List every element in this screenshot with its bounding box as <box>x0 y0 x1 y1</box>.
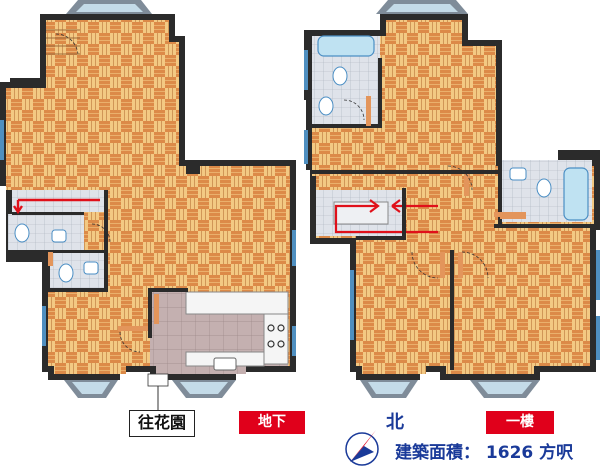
bay-window-bottom-left-glass <box>72 382 110 394</box>
door-swing <box>343 99 365 121</box>
stove-burner <box>267 340 275 348</box>
stove-burner <box>277 324 285 332</box>
basement-living-room <box>6 20 290 374</box>
ground-floor-tag: 一樓 <box>486 411 554 434</box>
kitchen-counter-right <box>263 313 289 365</box>
wash-basin <box>51 229 67 243</box>
interior-wall <box>104 190 108 290</box>
door <box>458 252 463 278</box>
area-value: 1626 <box>485 443 534 463</box>
stove-burner <box>267 324 275 332</box>
side-window <box>292 230 296 266</box>
door-swing <box>411 251 439 279</box>
stair-arrow <box>13 198 100 215</box>
side-window <box>596 250 600 300</box>
bay-window-bottom-left-glass <box>368 382 410 394</box>
wash-basin <box>83 261 99 275</box>
kitchen-counter <box>185 291 289 315</box>
stair-arrow-head <box>369 199 380 213</box>
building-area: 建築面積： 1626 方呎 <box>395 438 573 463</box>
door <box>464 174 469 196</box>
toilet <box>536 178 552 198</box>
side-window <box>0 120 4 160</box>
basement-tag: 地下 <box>239 411 305 434</box>
bathtub <box>563 167 589 221</box>
compass-icon <box>345 430 379 466</box>
bay-window-top-glass <box>76 4 143 12</box>
garden-door-opening <box>147 373 169 387</box>
door <box>440 252 445 278</box>
interior-wall <box>186 160 200 174</box>
interior-wall <box>402 188 406 238</box>
interior-wall <box>148 288 188 292</box>
interior-wall <box>450 250 454 370</box>
side-window <box>292 326 296 356</box>
wash-basin <box>509 167 527 181</box>
toilet <box>318 96 334 116</box>
door <box>154 294 159 324</box>
door-swing <box>55 33 79 57</box>
side-window <box>350 270 354 340</box>
door-swing <box>461 251 489 279</box>
door <box>494 212 526 217</box>
garden-access-label: 往花園 <box>129 410 195 437</box>
bay-window-bottom-right-glass <box>180 382 228 394</box>
interior-wall <box>498 160 502 224</box>
interior-wall <box>494 224 594 228</box>
bay-window-bottom-right-glass <box>478 382 532 394</box>
toilet <box>58 263 74 283</box>
stove-burner <box>277 340 285 348</box>
interior-wall <box>46 250 106 253</box>
door <box>48 252 53 266</box>
toilet <box>332 66 348 86</box>
stair-arrow <box>391 199 438 213</box>
toilet <box>14 223 30 243</box>
basement-plan <box>0 0 296 410</box>
upper-stairs <box>46 29 80 55</box>
side-window <box>304 130 308 164</box>
side-window <box>596 316 600 360</box>
north-label: 北 <box>386 412 404 433</box>
area-unit: 方呎 <box>539 443 574 463</box>
ground-floor-plan <box>304 0 600 398</box>
bathtub <box>317 35 375 57</box>
kitchen-sink <box>213 357 237 371</box>
stair-arrow <box>334 204 438 234</box>
door-swing <box>91 223 111 243</box>
bay-window-top-glass <box>386 4 458 12</box>
door <box>366 96 371 126</box>
door <box>118 326 148 331</box>
interior-wall <box>46 288 108 292</box>
door-swing <box>119 331 141 353</box>
area-label: 建築面積： <box>395 443 480 463</box>
interior-wall <box>148 288 152 338</box>
interior-wall <box>378 58 382 128</box>
side-window <box>42 306 46 346</box>
interior-wall <box>356 236 406 240</box>
interior-wall <box>12 212 84 215</box>
side-window <box>304 50 308 90</box>
interior-wall <box>312 170 502 174</box>
interior-wall <box>312 124 380 128</box>
